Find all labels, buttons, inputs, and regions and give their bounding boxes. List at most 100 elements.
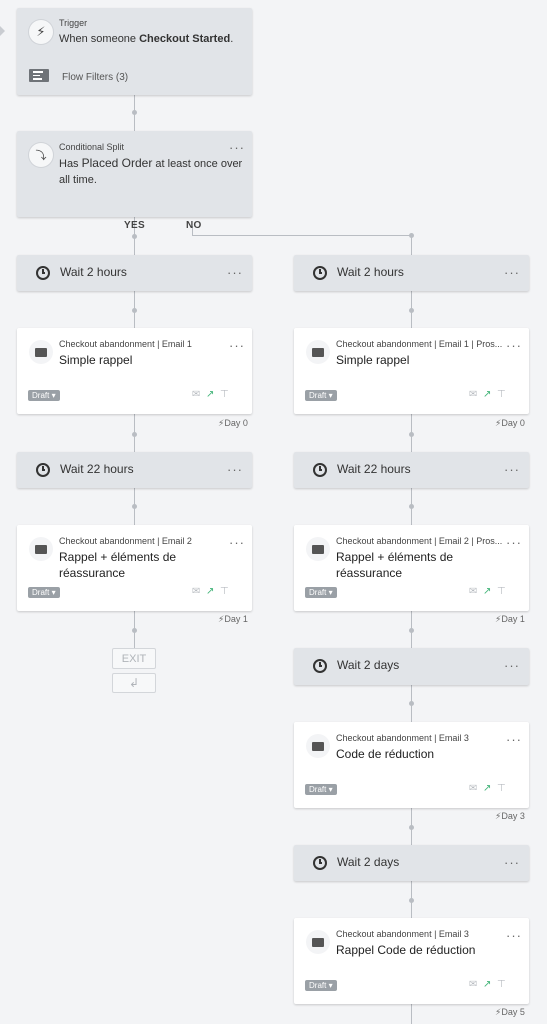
email-caption: Checkout abandonment | Email 2 (59, 536, 192, 546)
status-badge[interactable]: Draft ▾ (28, 587, 60, 598)
more-options-icon[interactable]: ··· (227, 462, 243, 477)
day-label: ⚡Day 0 (218, 418, 248, 428)
status-badge[interactable]: Draft ▾ (305, 980, 337, 991)
more-options-icon[interactable]: ··· (229, 338, 245, 353)
status-badge[interactable]: Draft ▾ (305, 784, 337, 795)
funnel-icon[interactable]: ⊤ (496, 586, 506, 597)
email-caption: Checkout abandonment | Email 3 (336, 929, 469, 939)
analytics-icon[interactable]: ↗ (205, 586, 215, 597)
more-options-icon[interactable]: ··· (504, 855, 520, 870)
funnel-icon[interactable]: ⊤ (496, 389, 506, 400)
funnel-icon[interactable]: ⊤ (496, 979, 506, 990)
day-value: Day 3 (501, 811, 525, 821)
connector-dot (132, 110, 137, 115)
email-tools: ✉ ↗ ⊤ (469, 979, 506, 990)
analytics-icon[interactable]: ↗ (482, 389, 492, 400)
email-title: Simple rappel (336, 353, 410, 367)
clock-icon (313, 856, 327, 870)
split-no-label: NO (186, 220, 202, 231)
funnel-icon[interactable]: ⊤ (496, 783, 506, 794)
funnel-icon[interactable]: ⊤ (219, 389, 229, 400)
email-caption: Checkout abandonment | Email 3 (336, 733, 469, 743)
analytics-icon[interactable]: ↗ (482, 586, 492, 597)
connector-dot (132, 628, 137, 633)
connector-dot (409, 898, 414, 903)
connector-dot (409, 701, 414, 706)
more-options-icon[interactable]: ··· (504, 265, 520, 280)
wait-label: Wait 22 hours (337, 462, 411, 476)
more-options-icon[interactable]: ··· (506, 535, 522, 550)
status-badge[interactable]: Draft ▾ (28, 390, 60, 401)
wait-label: Wait 22 hours (60, 462, 134, 476)
wait-label: Wait 2 days (337, 658, 400, 672)
preview-icon[interactable]: ✉ (192, 586, 201, 597)
more-options-icon[interactable]: ··· (506, 732, 522, 747)
status-badge[interactable]: Draft ▾ (305, 587, 337, 598)
email-tools: ✉ ↗ ⊤ (469, 783, 506, 794)
email-caption: Checkout abandonment | Email 2 | Pros... (336, 536, 503, 546)
email-card[interactable]: Checkout abandonment | Email 1 ··· Simpl… (17, 328, 252, 414)
envelope-icon (306, 340, 330, 364)
envelope-icon (306, 734, 330, 758)
email-tools: ✉ ↗ ⊤ (469, 586, 506, 597)
trigger-card[interactable]: ⚡ Trigger When someone Checkout Started.… (17, 8, 252, 95)
day-value: Day 5 (501, 1007, 525, 1017)
more-options-icon[interactable]: ··· (506, 338, 522, 353)
conditional-split-card[interactable]: ⤵ Conditional Split ··· Has Placed Order… (17, 131, 252, 217)
wait-label: Wait 2 hours (60, 265, 127, 279)
email-tools: ✉ ↗ ⊤ (192, 586, 229, 597)
split-metric: Placed Order (81, 156, 153, 170)
preview-icon[interactable]: ✉ (469, 783, 478, 794)
status-label: Draft (309, 981, 327, 990)
connector (192, 235, 412, 236)
connector-dot (409, 432, 414, 437)
split-description: Has Placed Order at least once over all … (59, 155, 249, 188)
more-options-icon[interactable]: ··· (504, 462, 520, 477)
day-label: ⚡Day 3 (495, 811, 525, 821)
connector-dot (409, 504, 414, 509)
analytics-icon[interactable]: ↗ (482, 783, 492, 794)
connector-dot (132, 504, 137, 509)
exit-button[interactable]: EXIT (112, 648, 156, 669)
analytics-icon[interactable]: ↗ (205, 389, 215, 400)
email-title: Code de réduction (336, 747, 435, 761)
day-label: ⚡Day 5 (495, 1007, 525, 1017)
email-card[interactable]: Checkout abandonment | Email 2 ··· Rappe… (17, 525, 252, 611)
preview-icon[interactable]: ✉ (469, 389, 478, 400)
analytics-icon[interactable]: ↗ (482, 979, 492, 990)
filter-icon (29, 69, 49, 82)
preview-icon[interactable]: ✉ (469, 979, 478, 990)
wait-card[interactable]: Wait 2 hours ··· (17, 255, 252, 291)
flow-filters-link[interactable]: Flow Filters (3) (62, 72, 129, 83)
wait-card[interactable]: Wait 22 hours ··· (17, 452, 252, 488)
more-options-icon[interactable]: ··· (506, 928, 522, 943)
connector-dot (409, 308, 414, 313)
preview-icon[interactable]: ✉ (192, 389, 201, 400)
preview-icon[interactable]: ✉ (469, 586, 478, 597)
wait-card[interactable]: Wait 22 hours ··· (294, 452, 529, 488)
trigger-label: Trigger (59, 18, 88, 28)
email-tools: ✉ ↗ ⊤ (192, 389, 229, 400)
status-label: Draft (309, 391, 327, 400)
return-icon[interactable]: ↲ (112, 673, 156, 693)
more-options-icon[interactable]: ··· (229, 140, 245, 155)
envelope-icon (29, 340, 53, 364)
connector-dot (132, 308, 137, 313)
email-title: Rappel + éléments de réassurance (336, 550, 454, 580)
email-card[interactable]: Checkout abandonment | Email 1 | Pros...… (294, 328, 529, 414)
more-options-icon[interactable]: ··· (229, 535, 245, 550)
status-badge[interactable]: Draft ▾ (305, 390, 337, 401)
email-card[interactable]: Checkout abandonment | Email 3 ··· Code … (294, 722, 529, 808)
connector-dot (132, 432, 137, 437)
more-options-icon[interactable]: ··· (227, 265, 243, 280)
email-card[interactable]: Checkout abandonment | Email 3 ··· Rappe… (294, 918, 529, 1004)
more-options-icon[interactable]: ··· (504, 658, 520, 673)
funnel-icon[interactable]: ⊤ (219, 586, 229, 597)
trigger-description: When someone Checkout Started. (59, 31, 233, 47)
wait-card[interactable]: Wait 2 hours ··· (294, 255, 529, 291)
wait-card[interactable]: Wait 2 days ··· (294, 845, 529, 881)
email-card[interactable]: Checkout abandonment | Email 2 | Pros...… (294, 525, 529, 611)
connector-dot (409, 825, 414, 830)
wait-card[interactable]: Wait 2 days ··· (294, 648, 529, 685)
